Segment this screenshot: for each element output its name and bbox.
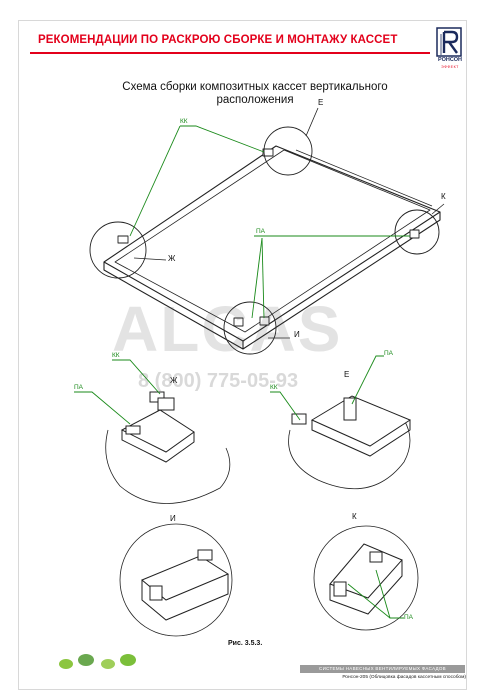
detail-e <box>288 395 412 490</box>
page-border <box>18 20 467 690</box>
footer-bar <box>300 665 465 673</box>
label-i-detail: И <box>170 514 176 523</box>
label-pa-e: ПА <box>384 350 394 357</box>
label-e-detail: Е <box>344 370 350 379</box>
frame-corner-clips <box>117 148 420 327</box>
label-zh-top: Ж <box>168 254 176 263</box>
watermark-phone: 8 (800) 775-05-93 <box>138 370 299 392</box>
detail-circle-k <box>394 209 440 255</box>
label-i-top: И <box>294 330 300 339</box>
label-k-detail: К <box>352 512 357 521</box>
footer-subtext: Ронсон-205 (Облицовка фасадов кассетным … <box>342 675 466 680</box>
title-rule <box>30 52 430 54</box>
logo-text: РОНСОН <box>438 57 462 63</box>
logo-subtext: ЭФФЕКТ <box>441 65 459 69</box>
detail-k <box>313 525 419 631</box>
label-zh-detail: Ж <box>170 376 178 385</box>
label-pa-zh: ПА <box>74 384 84 391</box>
footer-bar-text: СИСТЕМЫ НАВЕСНЫХ ВЕНТИЛИРУЕМЫХ ФАСАДОВ <box>319 666 446 671</box>
cassette-frame <box>103 145 441 350</box>
detail-circle-e <box>263 126 313 176</box>
scheme-title-line-1: Схема сборки композитных кассет вертикал… <box>122 81 388 93</box>
label-kk-e: КК <box>270 384 278 391</box>
detail-circle-i <box>223 301 277 355</box>
detail-i <box>119 523 233 637</box>
page-title: РЕКОМЕНДАЦИИ ПО РАСКРОЮ СБОРКЕ И МОНТАЖУ… <box>38 34 398 46</box>
footer-birds <box>59 654 136 669</box>
label-k-top: К <box>441 192 446 201</box>
ronson-logo <box>436 27 462 57</box>
detail-circle-zh <box>89 221 147 279</box>
label-pa-top: ПА <box>256 228 266 235</box>
label-kk-zh: КК <box>112 352 120 359</box>
label-kk-top: КК <box>180 118 188 125</box>
label-pa-k: ПА <box>404 614 414 621</box>
detail-zh <box>105 391 231 504</box>
figure-caption: Рис. 3.5.3. <box>228 640 263 647</box>
scheme-title-line-2: расположения <box>216 94 294 106</box>
label-e-top: Е <box>318 98 324 107</box>
watermark-brand: ALCAS <box>112 293 343 365</box>
scheme-title: Схема сборки композитных кассет вертикал… <box>60 81 450 107</box>
